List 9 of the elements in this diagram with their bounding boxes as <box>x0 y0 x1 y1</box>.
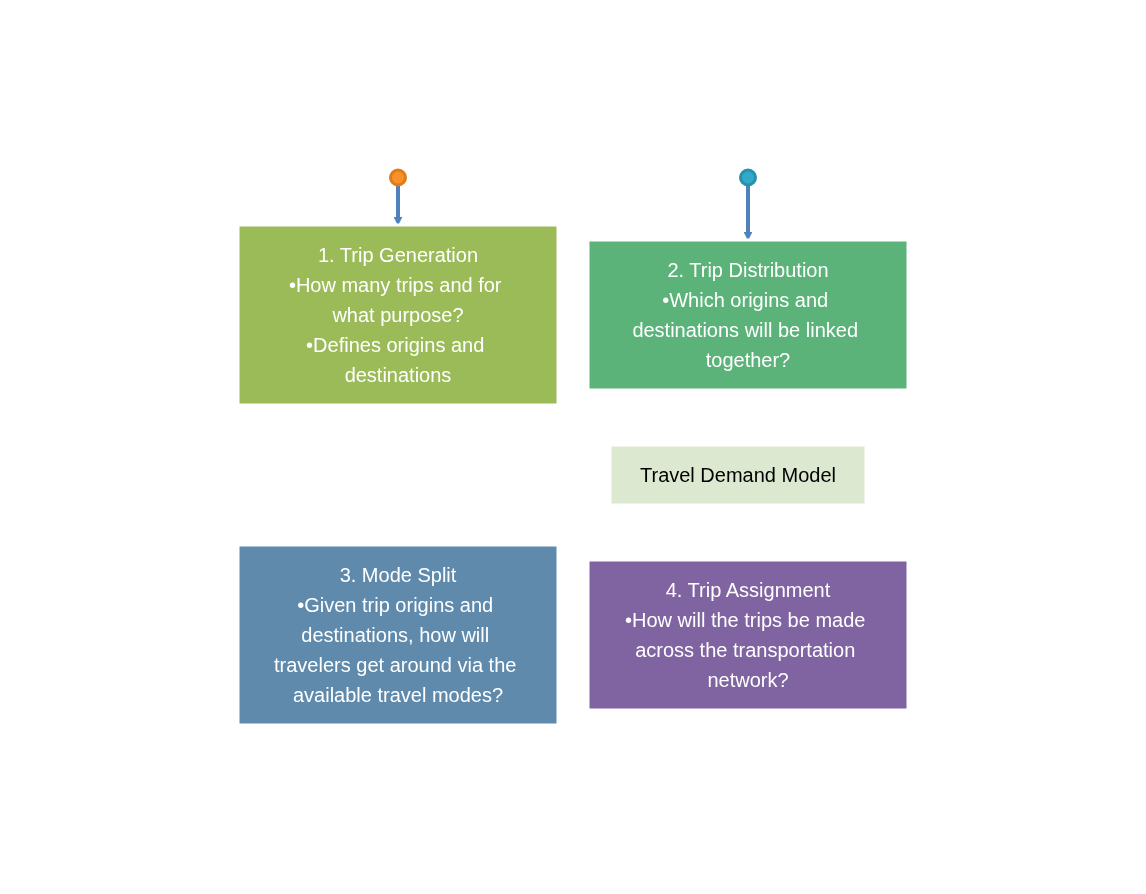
arrow <box>393 184 403 225</box>
node-box: Travel Demand Model <box>608 443 868 506</box>
node-box: 3. Mode Split •Given trip origins and destinations, how will travelers get around via the available travel modes? <box>236 543 560 726</box>
arrow <box>743 184 753 240</box>
node-ellipse <box>739 168 757 186</box>
node-box: 4. Trip Assignment •How will the trips be made across the transportation network? <box>586 558 910 711</box>
node-box: 1. Trip Generation •How many trips and for what purpose? •Defines origins and destinations <box>236 223 560 406</box>
node-ellipse <box>389 168 407 186</box>
node-box: 2. Trip Distribution •Which origins and destinations will be linked together? <box>586 238 910 391</box>
